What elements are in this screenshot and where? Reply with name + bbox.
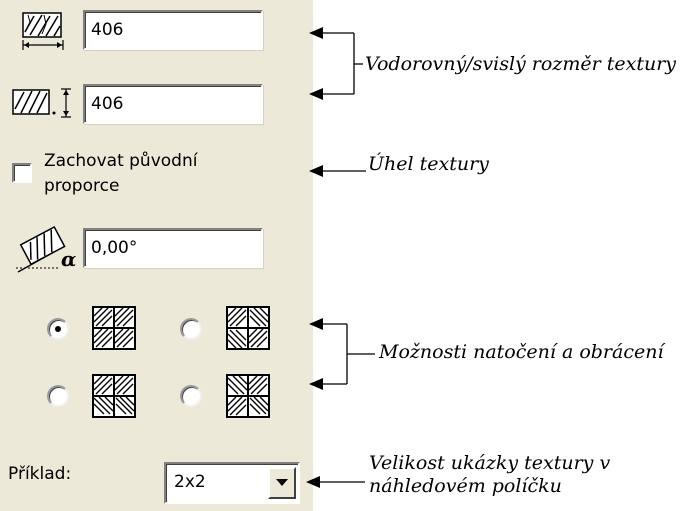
- texture-settings-panel: 406 406 Zachovat původní proporce α 0,00…: [0, 0, 313, 511]
- orientation-radio-1[interactable]: [47, 318, 69, 340]
- texture-orientation-icon-2: [226, 306, 270, 350]
- angle-input[interactable]: 0,00°: [83, 228, 263, 268]
- dropdown-button[interactable]: [268, 467, 296, 499]
- svg-text:α: α: [61, 247, 76, 271]
- keep-proportions-label-line2: proporce: [44, 176, 120, 196]
- texture-orientation-icon-4: [226, 374, 270, 418]
- texture-orientation-icon-1: [92, 306, 136, 350]
- radio-selected-dot: [55, 326, 61, 332]
- dropdown-arrow-icon: [276, 479, 288, 486]
- annotation-preview-line1: Velikost ukázky textury v: [369, 452, 611, 474]
- keep-proportions-label-line1: Zachovat původní: [44, 151, 198, 171]
- example-label: Příklad:: [8, 464, 72, 484]
- annotation-angle: Úhel textury: [368, 153, 489, 175]
- annotation-preview-line2: náhledovém políčku: [369, 475, 562, 497]
- texture-orientation-icon-3: [92, 374, 136, 418]
- orientation-radio-4[interactable]: [180, 385, 202, 407]
- horizontal-size-input[interactable]: 406: [83, 10, 263, 50]
- texture-angle-icon: α: [16, 225, 76, 273]
- keep-proportions-checkbox[interactable]: [12, 163, 32, 183]
- orientation-radio-3[interactable]: [47, 385, 69, 407]
- texture-height-icon: [12, 88, 71, 118]
- example-size-value: 2x2: [174, 472, 206, 492]
- orientation-radio-2[interactable]: [180, 318, 202, 340]
- example-size-select[interactable]: 2x2: [164, 462, 300, 504]
- annotation-size: Vodorovný/svislý rozměr textury: [365, 53, 677, 75]
- vertical-size-input[interactable]: 406: [83, 84, 263, 124]
- annotation-orientation: Možnosti natočení a obrácení: [379, 341, 664, 363]
- texture-width-icon: [22, 12, 64, 50]
